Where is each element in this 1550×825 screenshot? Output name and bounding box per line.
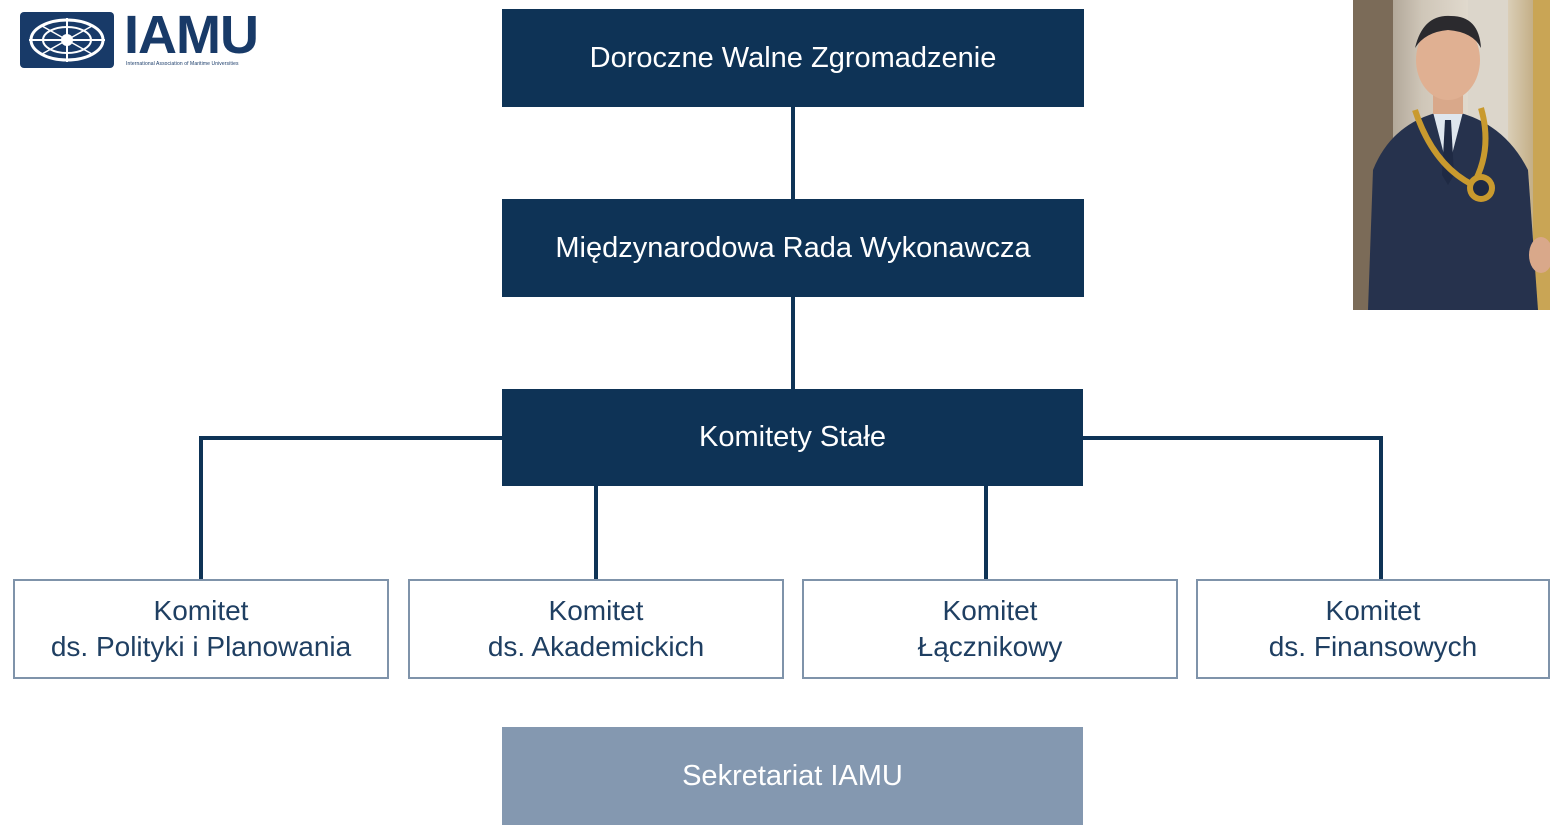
committee-line2: Łącznikowy — [917, 631, 1063, 662]
iamu-logo: IAMU International Association of Mariti… — [20, 5, 290, 70]
annual-general-assembly-label: Doroczne Walne Zgromadzenie — [589, 41, 997, 74]
compass-emblem-icon — [20, 12, 114, 68]
standing-committees-box: Komitety Stałe — [502, 389, 1083, 486]
secretariat-label: Sekretariat IAMU — [682, 759, 903, 792]
committee-liaison-box: Komitet Łącznikowy — [802, 579, 1178, 679]
committee-policy-planning-box: Komitet ds. Polityki i Planowania — [13, 579, 389, 679]
logo-tagline: International Association of Maritime Un… — [126, 61, 239, 67]
committee-line1: Komitet — [153, 595, 249, 626]
secretariat-box: Sekretariat IAMU — [502, 727, 1083, 825]
committee-line2: ds. Akademickich — [487, 631, 705, 662]
logo-text: IAMU — [124, 5, 259, 65]
international-executive-board-box: Międzynarodowa Rada Wykonawcza — [502, 199, 1084, 297]
committee-line2: ds. Polityki i Planowania — [50, 631, 352, 662]
committee-line2: ds. Finansowych — [1268, 631, 1478, 662]
committee-line1: Komitet — [942, 595, 1038, 626]
committee-line1: Komitet — [1325, 595, 1421, 626]
committee-line1: Komitet — [548, 595, 644, 626]
standing-committees-label: Komitety Stałe — [699, 421, 886, 453]
international-executive-board-label: Międzynarodowa Rada Wykonawcza — [555, 231, 1031, 264]
committee-finance-box: Komitet ds. Finansowych — [1196, 579, 1550, 679]
president-photo — [1353, 0, 1550, 310]
annual-general-assembly-box: Doroczne Walne Zgromadzenie — [502, 9, 1084, 107]
committee-academic-box: Komitet ds. Akademickich — [408, 579, 784, 679]
